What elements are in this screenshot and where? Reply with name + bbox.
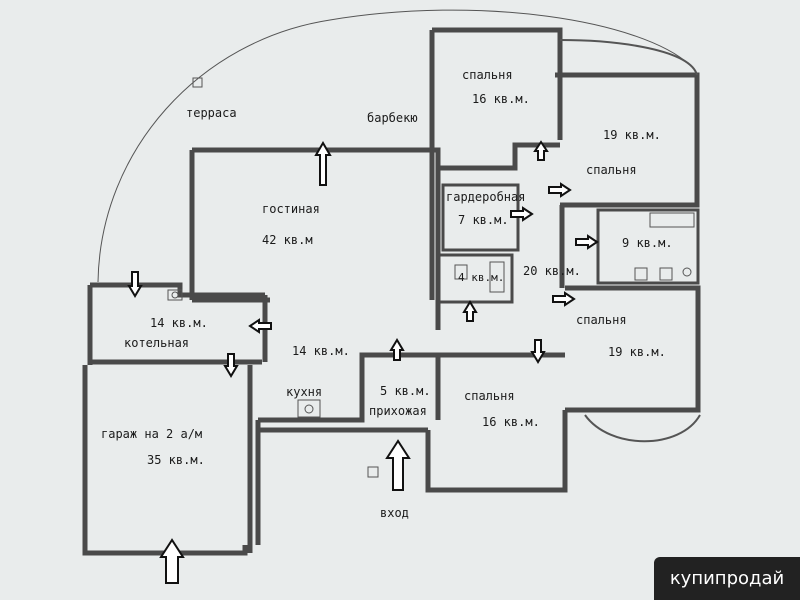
room-area-hall: 14 кв.м. [292, 344, 350, 358]
room-name-entry-hall: прихожая [369, 404, 427, 418]
room-name-bedroom-top-right: спальня [586, 163, 637, 177]
room-name-bedroom-bottom: спальня [464, 389, 515, 403]
room-name-bbq: барбекю [367, 111, 418, 125]
terrace-outline [97, 9, 691, 283]
arrow-up-icon [389, 338, 405, 361]
room-name-boiler: котельная [124, 336, 190, 350]
room-area-bedroom-bottom: 16 кв.м. [482, 415, 540, 429]
arrow-right-icon [510, 206, 534, 222]
arrow-right-icon [548, 182, 572, 198]
room-name-kitchen: кухня [286, 385, 323, 399]
room-area-wardrobe: 7 кв.м. [458, 213, 509, 227]
room-area-bath-9: 9 кв.м. [622, 236, 673, 250]
arrow-down-icon [127, 271, 143, 298]
arrow-down-icon [530, 339, 546, 364]
room-name-wardrobe: гардеробная [446, 190, 526, 204]
label-entrance: вход [380, 506, 409, 520]
arrow-up-icon [462, 300, 478, 322]
arrow-right-icon [575, 234, 599, 250]
arrow-down-icon [223, 353, 239, 378]
room-area-boiler: 14 кв.м. [150, 316, 208, 330]
room-name-garage: гараж на 2 а/м [101, 427, 203, 441]
bay-window-top [559, 39, 698, 76]
door-arrows [127, 140, 599, 378]
room-name-bedroom-top: спальня [462, 68, 513, 82]
room-name-living: гостиная [262, 202, 320, 216]
watermark-logo: купипродай [654, 557, 800, 600]
room-area-entry-hall: 5 кв.м. [380, 384, 431, 398]
fixtures [167, 212, 695, 478]
arrow-right-icon [552, 291, 576, 307]
room-area-bedroom-top: 16 кв.м. [472, 92, 530, 106]
terrace-column [192, 77, 203, 88]
room-area-bath-4: 4 кв.м. [458, 271, 505, 284]
room-name-terrace: терраса [186, 106, 237, 120]
arrow-up-icon [314, 141, 332, 186]
room-area-garage: 35 кв.м. [147, 453, 205, 467]
arrow-up-icon [385, 439, 411, 491]
entry-arrows [159, 141, 411, 584]
arrow-up-icon [159, 538, 185, 584]
arrow-left-icon [248, 318, 272, 334]
room-area-living: 42 кв.м [262, 233, 313, 247]
room-name-bedroom-right: спальня [576, 313, 627, 327]
bay-window [584, 414, 701, 443]
room-area-bedroom-right: 19 кв.м. [608, 345, 666, 359]
room-area-corridor: 20 кв.м. [523, 264, 581, 278]
arrow-up-icon [533, 140, 549, 161]
room-area-bedroom-top-right: 19 кв.м. [603, 128, 661, 142]
walls [82, 27, 701, 556]
